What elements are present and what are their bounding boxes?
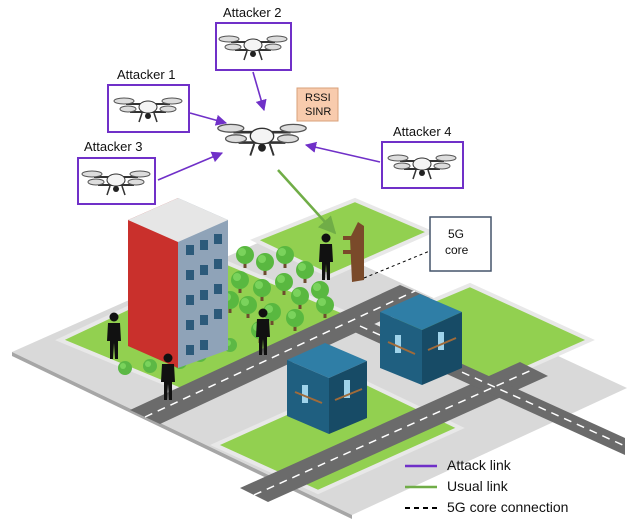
blue-building-back <box>380 294 462 385</box>
legend-attack-label: Attack link <box>447 457 511 473</box>
legend-core-label: 5G core connection <box>447 499 569 515</box>
attack-link-3 <box>157 151 224 181</box>
metrics-box <box>296 87 339 122</box>
attacker-2-label: Attacker 2 <box>223 5 282 20</box>
base-station-tower <box>343 222 364 282</box>
attack-link-2 <box>252 71 267 112</box>
metrics-rssi: RSSI <box>305 92 331 104</box>
attacker-1-label: Attacker 1 <box>117 67 176 82</box>
target-drone <box>216 123 308 157</box>
core-connection-line <box>363 247 438 279</box>
core-box <box>429 216 492 272</box>
core-label-line2: core <box>445 243 469 257</box>
metrics-sinr: SINR <box>305 106 332 118</box>
attacker-4-label: Attacker 4 <box>393 124 452 139</box>
attack-link-4 <box>304 141 381 163</box>
usual-link <box>277 169 337 235</box>
apartment-building <box>128 198 228 368</box>
blue-building-front <box>287 343 367 434</box>
attacker-3-label: Attacker 3 <box>84 139 143 154</box>
legend-usual-label: Usual link <box>447 478 508 494</box>
attack-link-1 <box>189 112 228 126</box>
core-label-line1: 5G <box>448 227 465 241</box>
